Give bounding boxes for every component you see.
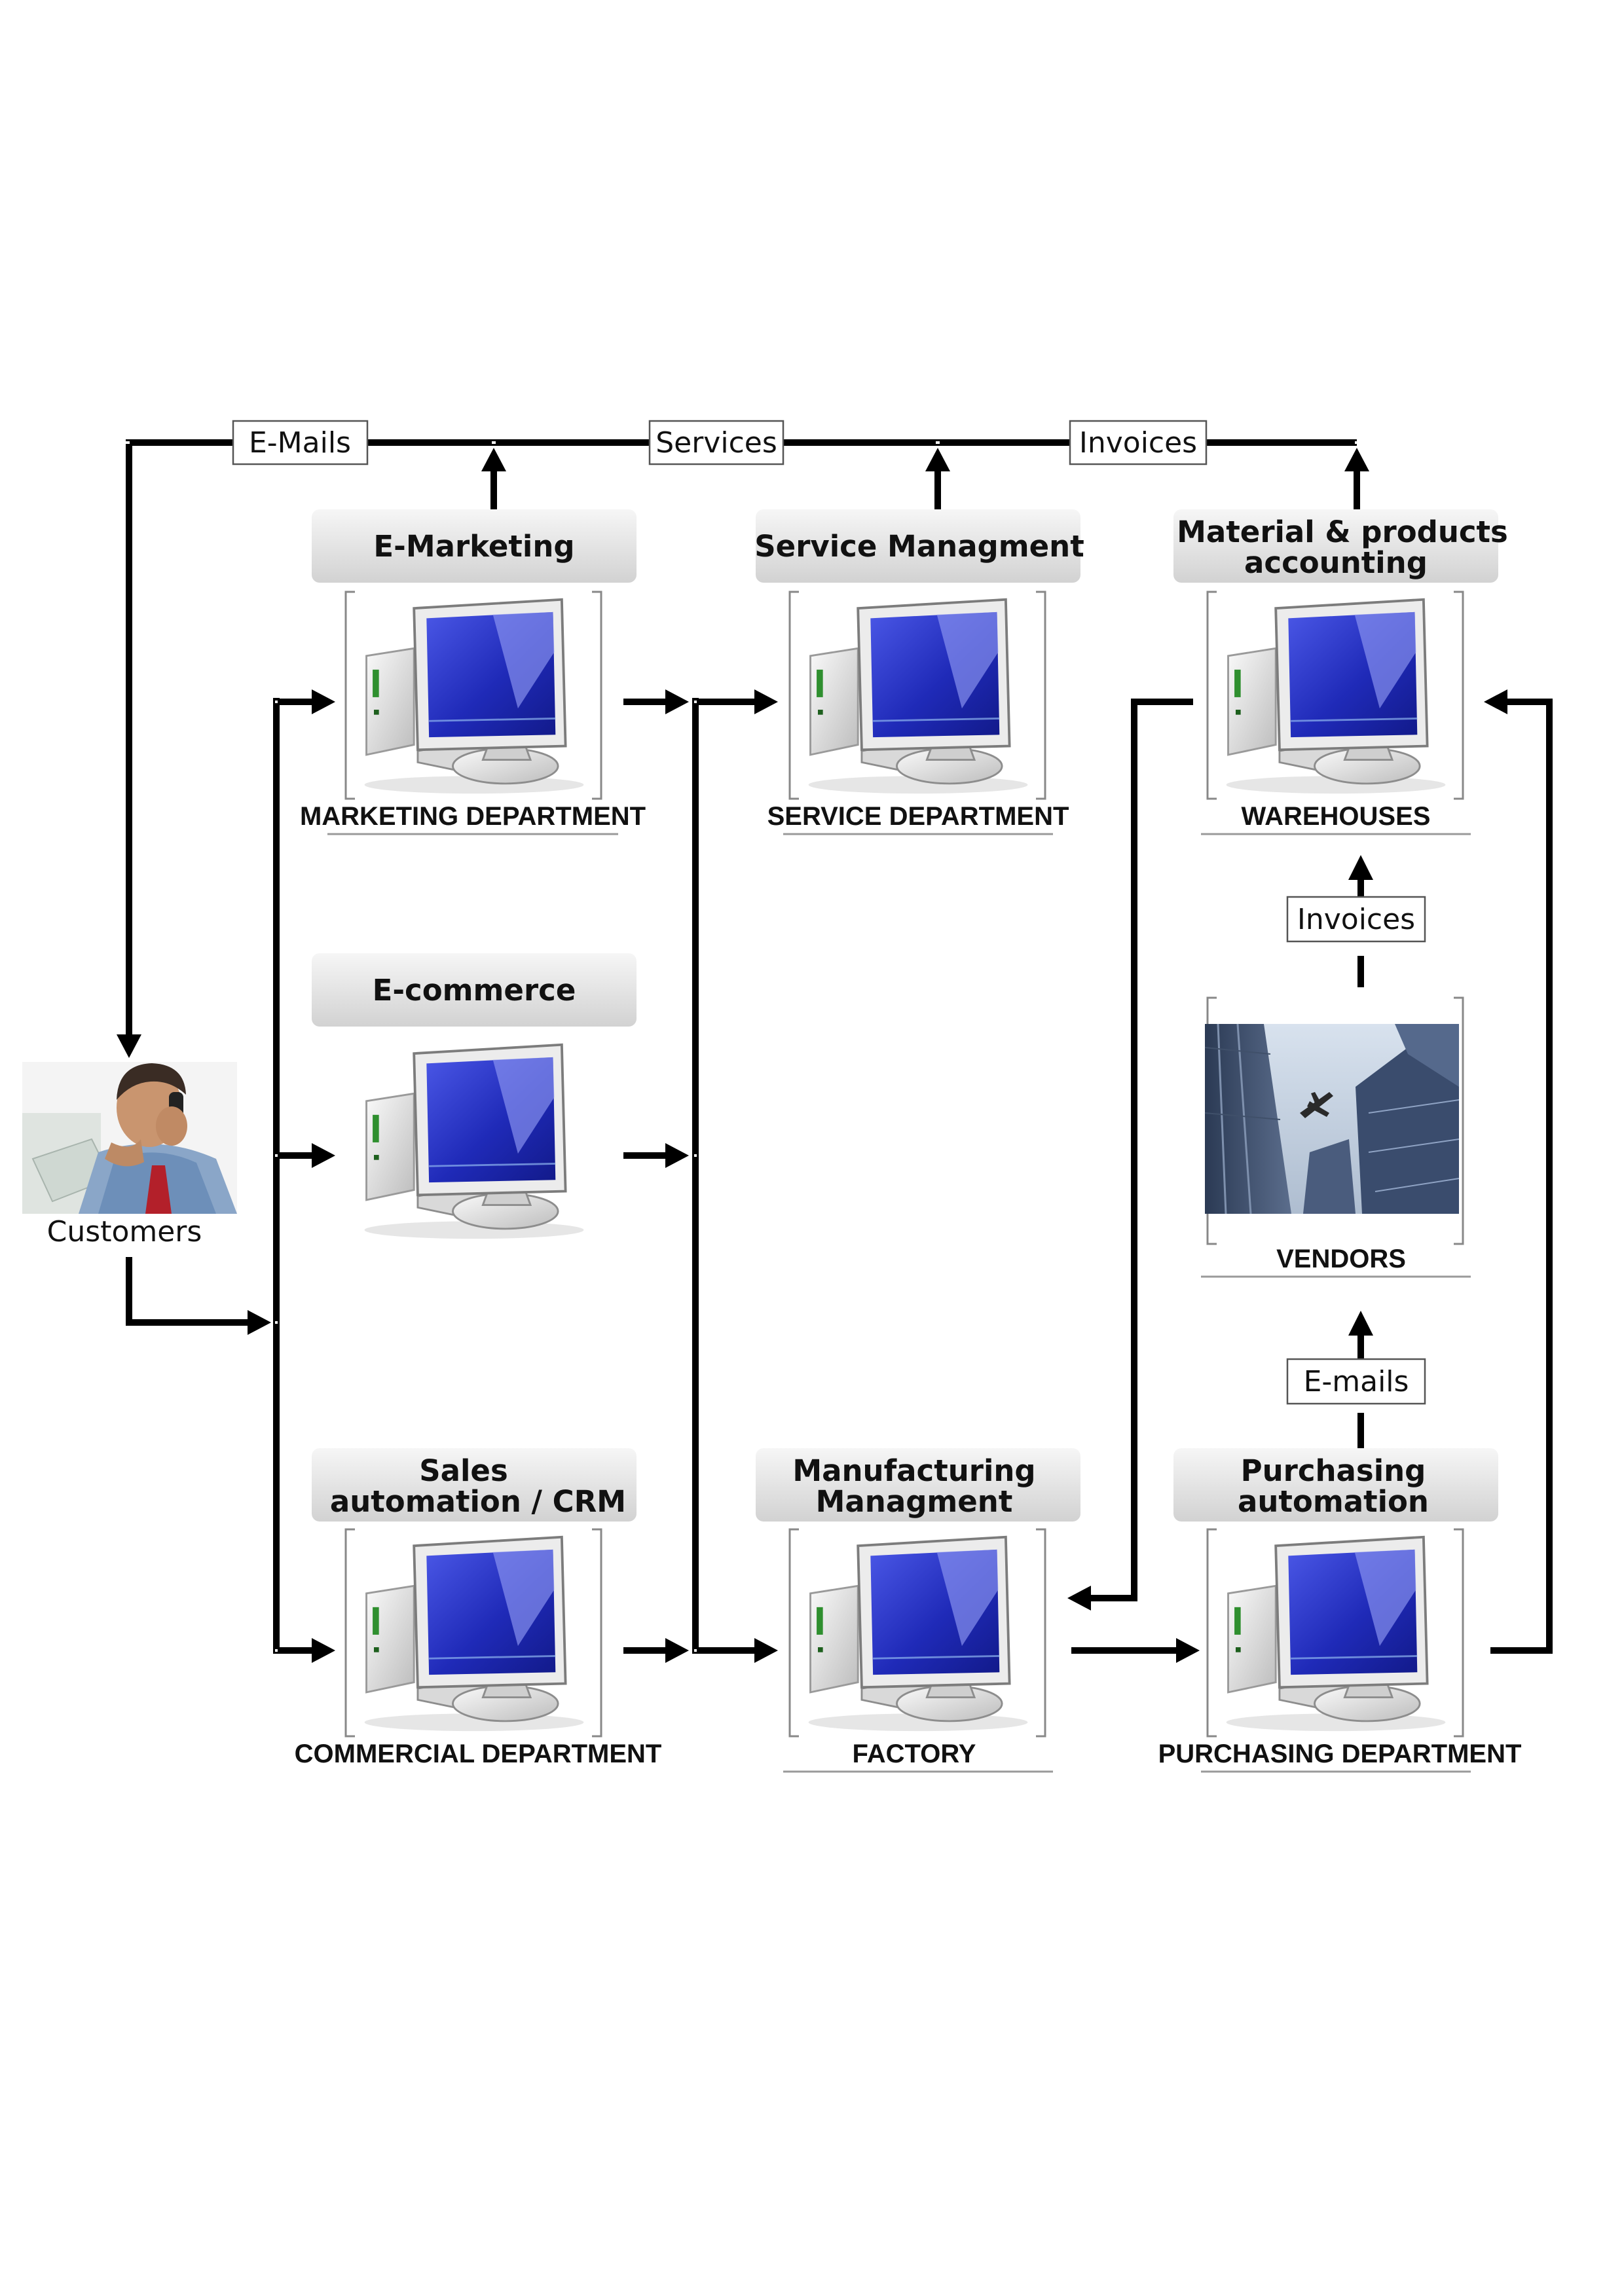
caption: COMMERCIAL DEPARTMENT	[295, 1740, 662, 1768]
node-material: Material & products accounting WAREHOUSE…	[1173, 509, 1508, 835]
caption: MARKETING DEPARTMENT	[300, 802, 646, 831]
junction-tick	[1355, 441, 1359, 444]
junction-tick	[694, 1154, 697, 1157]
top-label-invoices: Invoices	[1069, 420, 1208, 465]
header-label-line2: Managment	[816, 1484, 1013, 1519]
header-box	[312, 1448, 637, 1522]
arrow-up-warehouses	[1348, 855, 1373, 880]
header-box	[756, 509, 1080, 583]
label-services: Services	[655, 426, 777, 460]
computer-icon	[807, 1535, 1029, 1733]
businessman-on-phone-photo	[22, 1062, 237, 1214]
frame-bracket	[344, 1528, 602, 1738]
caption: WAREHOUSES	[1242, 802, 1431, 831]
computer-icon	[1225, 1535, 1447, 1733]
arrow-to-purchasing	[1176, 1638, 1200, 1663]
header-box	[312, 509, 637, 583]
arrow-to-service	[754, 689, 778, 714]
header-label-line2: automation / CRM	[330, 1484, 626, 1519]
frame-bracket	[1206, 591, 1464, 800]
junction-tick	[275, 701, 278, 703]
header-label-line1: Purchasing	[1241, 1453, 1426, 1488]
arrow-to-factory	[1067, 1586, 1091, 1611]
junction-tick	[275, 1321, 278, 1324]
label-emails: E-Mails	[249, 426, 351, 460]
frame-bracket	[344, 591, 602, 800]
header-box	[756, 1448, 1080, 1522]
arrow-ecommerce-out	[665, 1143, 689, 1168]
customers-label: Customers	[47, 1215, 202, 1248]
header-box	[1173, 509, 1498, 583]
label-invoices: Invoices	[1079, 426, 1197, 460]
top-label-services: Services	[648, 420, 784, 465]
junction-tick	[492, 441, 496, 444]
computer-icon	[807, 598, 1029, 795]
connector-lines	[117, 439, 1553, 1663]
airplane-icon	[1300, 1092, 1333, 1118]
computer-icon	[363, 598, 585, 795]
junction-tick	[275, 1154, 278, 1157]
node-sales: Sales automation / CRM COMMERCIAL DEPART…	[295, 1448, 662, 1768]
arrow-marketing-out	[665, 689, 689, 714]
node-ecommerce: E-commerce	[312, 953, 637, 1241]
header-label-line1: Material & products	[1177, 515, 1508, 549]
computer-icon	[363, 1043, 585, 1241]
frame-bracket	[788, 1528, 1046, 1738]
arrow-to-manufacturing	[754, 1638, 778, 1663]
junction-tick	[694, 1649, 697, 1652]
label-emails-vertical: E-mails	[1304, 1365, 1409, 1398]
caption: FACTORY	[853, 1740, 976, 1768]
label-invoices-vertical: Invoices	[1297, 903, 1415, 936]
skyscrapers-airplane-photo	[1204, 1023, 1460, 1214]
arrow-to-warehouses	[1484, 689, 1507, 714]
header-box	[1173, 1448, 1498, 1522]
node-service: Service Managment SERVICE DEPARTMENT	[754, 509, 1084, 835]
header-label: E-Marketing	[373, 529, 574, 564]
header-label-line1: Manufacturing	[792, 1453, 1035, 1488]
arrow-to-ecommerce	[312, 1143, 335, 1168]
label-box-invoices-vertical: Invoices	[1286, 896, 1426, 943]
junction-tick	[275, 1649, 278, 1652]
header-label-line2: accounting	[1244, 545, 1428, 580]
header-label: Service Managment	[754, 529, 1084, 564]
node-manufacturing: Manufacturing Managment FACTORY	[756, 1448, 1080, 1773]
arrow-to-marketing	[312, 689, 335, 714]
computer-icon	[1225, 598, 1447, 795]
header-label-line1: Sales	[419, 1453, 508, 1488]
junction-tick	[123, 441, 130, 444]
node-purchasing: Purchasing automation PURCHASING DEPARTM…	[1158, 1448, 1522, 1773]
arrow-to-sales	[312, 1638, 335, 1663]
junction-tick	[936, 441, 940, 444]
frame-bracket	[1206, 1528, 1464, 1738]
caption: SERVICE DEPARTMENT	[767, 802, 1069, 831]
frame-bracket	[788, 591, 1046, 800]
top-label-emails: E-Mails	[232, 420, 369, 465]
caption: VENDORS	[1276, 1245, 1406, 1273]
arrow-sales-out	[665, 1638, 689, 1663]
arrow-up-vendors	[1348, 1311, 1373, 1336]
caption: PURCHASING DEPARTMENT	[1158, 1740, 1522, 1768]
arrow-up-service	[925, 448, 950, 471]
arrow-up-marketing	[481, 448, 506, 471]
arrow-to-left-bus	[248, 1310, 271, 1335]
computer-icon	[363, 1535, 585, 1733]
header-box	[312, 953, 637, 1027]
arrow-to-customers	[117, 1034, 141, 1058]
node-marketing: E-Marketing MARKETING DEPARTMENT	[300, 509, 646, 835]
junction-tick	[694, 701, 697, 703]
header-label: E-commerce	[373, 973, 576, 1008]
header-label-line2: automation	[1238, 1484, 1429, 1519]
customers-node: Customers	[22, 1062, 237, 1248]
label-box-emails-vertical: E-mails	[1286, 1358, 1426, 1405]
arrow-up-material	[1344, 448, 1369, 471]
node-vendors: VENDORS	[1201, 996, 1471, 1278]
